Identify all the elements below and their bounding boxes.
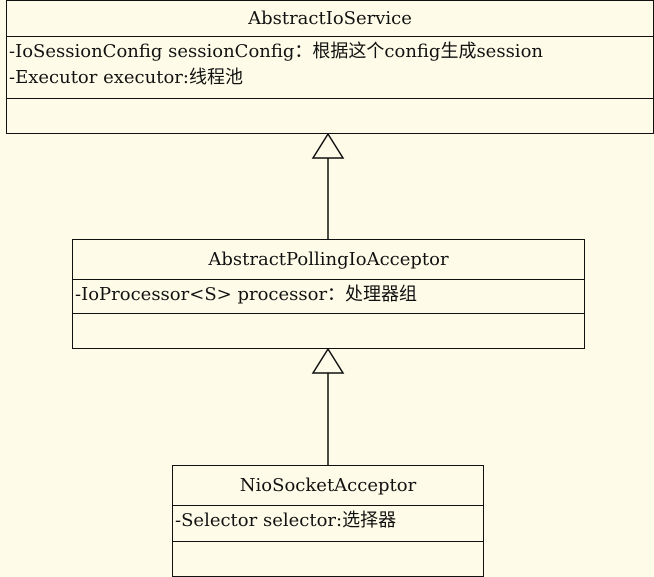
generalization-arrowhead-1 [311, 132, 345, 159]
class-name: AbstractIoService [7, 1, 653, 37]
class-abstract-io-service: AbstractIoService -IoSessionConfig sessi… [6, 0, 654, 134]
class-name: AbstractPollingIoAcceptor [73, 240, 584, 280]
attribute-selector: -Selector selector:选择器 [175, 510, 397, 531]
attribute-session-config: -IoSessionConfig sessionConfig：根据这个confi… [9, 41, 543, 62]
attribute-executor: -Executor executor:线程池 [9, 67, 243, 88]
class-nio-socket-acceptor: NioSocketAcceptor -Selector selector:选择器 [172, 465, 484, 577]
class-attributes: -Selector selector:选择器 [173, 506, 483, 542]
class-attributes: -IoProcessor<S> processor：处理器组 [73, 280, 584, 314]
attribute-processor: -IoProcessor<S> processor：处理器组 [75, 284, 418, 305]
class-abstract-polling-io-acceptor: AbstractPollingIoAcceptor -IoProcessor<S… [72, 239, 585, 349]
class-attributes: -IoSessionConfig sessionConfig：根据这个confi… [7, 37, 653, 99]
class-name: NioSocketAcceptor [173, 466, 483, 506]
generalization-arrowhead-2 [311, 347, 345, 374]
